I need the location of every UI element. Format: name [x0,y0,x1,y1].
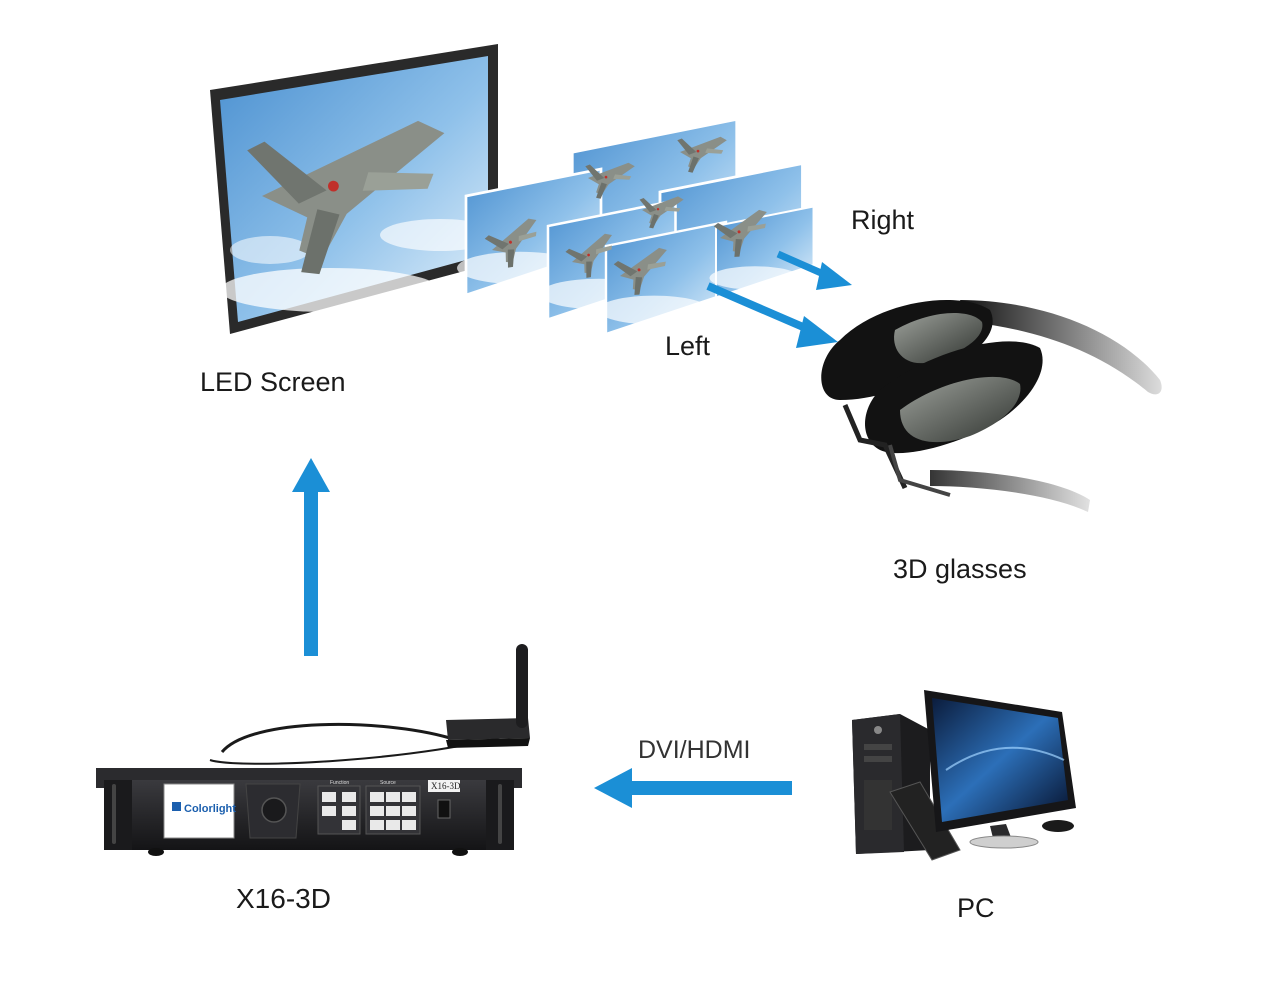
svg-text:Colorlight: Colorlight [184,803,236,815]
processor-to-screen-arrow [292,458,330,656]
pc-to-processor-arrow [594,768,792,808]
led-screen-label: LED Screen [200,367,346,397]
3d-glasses-label: 3D glasses [893,554,1027,584]
processor-label: X16-3D [236,883,331,914]
pc-label: PC [957,893,995,923]
device-model-plate: X16-3D [431,781,461,791]
pc-icon [852,690,1076,861]
left-eye-label: Left [665,331,711,361]
3d-glasses-icon [821,300,1162,512]
right-eye-label: Right [851,205,915,235]
source-header: Source [380,780,396,786]
right-eye-arrow [776,250,852,290]
x16-3d-processor-icon: Colorlight Function Source X16-3D [96,644,530,856]
left-eye-arrow [706,282,838,348]
function-header: Function [330,780,349,786]
signal-label: DVI/HDMI [638,736,751,764]
stereo-frames-image [455,117,815,336]
led-screen-icon [210,44,500,334]
